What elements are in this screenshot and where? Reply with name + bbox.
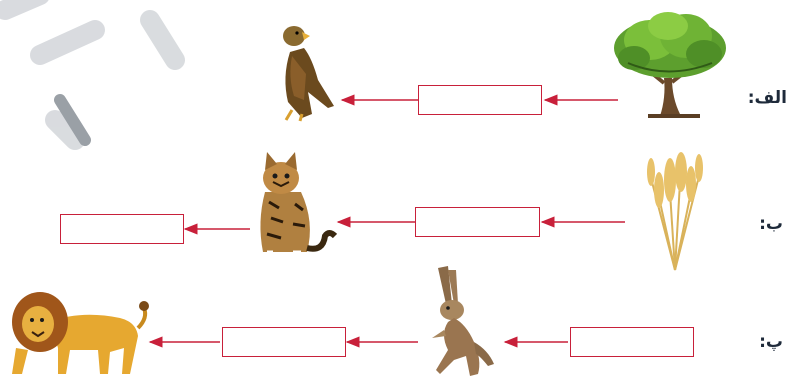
row-label-be: ب: (759, 214, 783, 234)
answer-box-row1-middle[interactable] (418, 85, 542, 115)
lion-icon (12, 292, 149, 374)
wheat-icon (647, 152, 703, 271)
row-label-alef: الف: (747, 88, 787, 108)
rabbit-icon (432, 266, 494, 376)
answer-box-row2-middle[interactable] (415, 207, 540, 237)
eagle-icon (283, 26, 334, 122)
row-label-pe: پ: (759, 332, 783, 352)
answer-box-row2-left[interactable] (60, 214, 184, 244)
answer-box-row3-right[interactable] (570, 327, 694, 357)
tree-icon (614, 12, 726, 118)
cat-icon (260, 152, 338, 254)
answer-box-row3-middle[interactable] (222, 327, 346, 357)
